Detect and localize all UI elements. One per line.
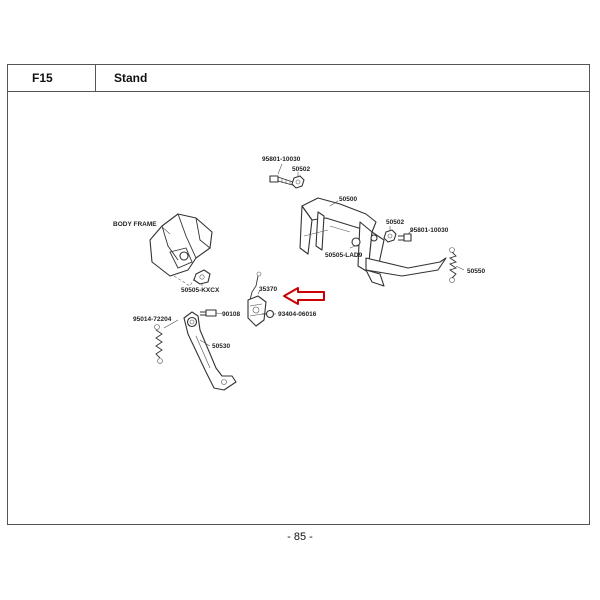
spring-50550-drawing (448, 247, 458, 283)
nut-50502-top-drawing (291, 175, 305, 189)
main-stand-drawing (299, 197, 447, 287)
section-code: F15 (8, 65, 96, 91)
spring-95014-drawing (154, 324, 163, 364)
section-title: Stand (114, 71, 148, 85)
label-50530: 50530 (212, 343, 230, 350)
label-90108: 90108 (222, 311, 240, 318)
label-50505-lad9: 50505-LAD9 (325, 252, 363, 259)
label-95801-top: 95801-10030 (262, 156, 301, 163)
collar-50505-kxcx-drawing (193, 269, 211, 285)
page-number: - 85 - (287, 531, 313, 543)
label-50502-right: 50502 (386, 219, 404, 226)
label-50500: 50500 (339, 196, 357, 203)
label-93404-06016: 93404-06016 (278, 311, 317, 318)
nut-50502-right-drawing (383, 229, 397, 243)
sheet-header: F15 Stand (8, 65, 589, 92)
leader-lines (160, 163, 465, 347)
label-50505-kxcx: 50505-KXCX (181, 287, 220, 294)
side-stand-50530-drawing (183, 311, 237, 391)
label-95801-right: 95801-10030 (410, 227, 449, 234)
label-body-frame: BODY FRAME (113, 221, 157, 228)
switch-35370-drawing (247, 271, 267, 327)
bolt-93404-drawing (262, 309, 275, 319)
label-95014-72204: 95014-72204 (133, 316, 172, 323)
label-35370: 35370 (259, 286, 277, 293)
label-50550: 50550 (467, 268, 485, 275)
label-50502-top: 50502 (292, 166, 310, 173)
body-frame-drawing (149, 213, 213, 287)
catalog-sheet: F15 Stand (7, 64, 590, 525)
bolt-95801-right-drawing (398, 233, 412, 242)
pin-90108-drawing (200, 309, 217, 317)
highlight-arrow (283, 287, 325, 305)
